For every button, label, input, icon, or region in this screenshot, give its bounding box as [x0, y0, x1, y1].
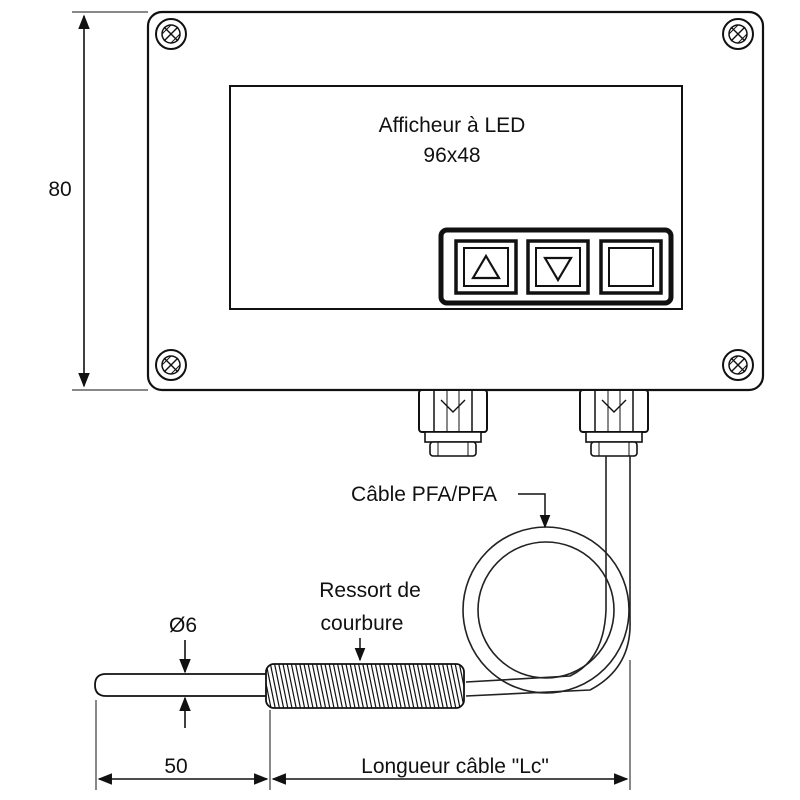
spring-coil [404, 664, 415, 708]
spring-coil [358, 664, 369, 708]
screw-icon [155, 18, 187, 50]
spring-coil [379, 664, 390, 708]
spring-coil [421, 664, 432, 708]
spring-coil [286, 664, 297, 708]
cable-label: Câble PFA/PFA [351, 483, 497, 506]
spring-label-line1: Ressort de [319, 579, 421, 602]
dimension-height: 80 [48, 11, 148, 391]
triangle-down-icon [543, 256, 573, 283]
spring-coil [463, 664, 464, 708]
spring-coil [332, 664, 343, 708]
screw-icon [722, 18, 754, 50]
spring-coil [366, 664, 377, 708]
spring-coil [433, 664, 444, 708]
dimension-diameter: Ø6 [169, 614, 198, 728]
spring-coil [290, 664, 301, 708]
keypad [438, 227, 674, 306]
cable-gland-right [579, 389, 649, 457]
spring-coil [295, 664, 306, 708]
spring-coil [337, 664, 348, 708]
spring-coil [282, 664, 293, 708]
spring-coil [328, 664, 339, 708]
display-size: 96x48 [423, 144, 480, 167]
probe-length-label: 50 [164, 755, 187, 778]
spring-coil [320, 664, 331, 708]
spring-coil [269, 664, 280, 708]
dimension-lengths: 50 Longueur câble "Lc" [95, 660, 631, 790]
screw-icon [155, 349, 187, 381]
height-label: 80 [48, 178, 71, 201]
spring-coil [416, 664, 427, 708]
spring-coil [278, 664, 289, 708]
spring-coil [391, 664, 402, 708]
spring-coil [387, 664, 398, 708]
spring-coil [316, 664, 327, 708]
spring-coil [437, 664, 448, 708]
spring-coil [395, 664, 406, 708]
spring-coil [412, 664, 423, 708]
cable-callout: Câble PFA/PFA [351, 483, 551, 529]
spring-coil [454, 664, 464, 708]
spring-coil [429, 664, 440, 708]
diameter-label: Ø6 [169, 614, 197, 637]
spring-coil [349, 664, 360, 708]
spring-coil [345, 664, 356, 708]
spring-coil [353, 664, 364, 708]
triangle-up-icon [471, 253, 501, 280]
screw-icon [722, 349, 754, 381]
cable-length-label: Longueur câble "Lc" [361, 755, 549, 778]
square-icon [608, 247, 654, 287]
spring-coil [408, 664, 419, 708]
spring-callout: Ressort de courbure [319, 579, 421, 662]
spring-coil [374, 664, 385, 708]
spring-coil [383, 664, 394, 708]
spring-coil [307, 664, 318, 708]
spring-coil [299, 664, 310, 708]
enter-button[interactable] [599, 239, 663, 295]
down-button[interactable] [526, 239, 590, 295]
spring-label-line2: courbure [321, 612, 404, 635]
spring-coil [274, 664, 285, 708]
spring-coil [303, 664, 314, 708]
spring-coil [400, 664, 411, 708]
cable-gland-left [418, 389, 488, 457]
spring-coil [362, 664, 373, 708]
up-button[interactable] [454, 239, 518, 295]
spring-coil [324, 664, 335, 708]
spring-coil [311, 664, 322, 708]
spring-coil [468, 664, 477, 708]
spring-coil [450, 664, 461, 708]
spring-coil [446, 664, 457, 708]
spring-coil [425, 664, 436, 708]
spring-coil [266, 664, 272, 708]
spring-coil [266, 664, 276, 708]
spring-coil [458, 664, 464, 708]
probe [94, 673, 270, 697]
bending-spring [265, 663, 477, 709]
display-title: Afficheur à LED [379, 114, 526, 137]
spring-coil [442, 664, 453, 708]
spring-coil [370, 664, 381, 708]
spring-coil [341, 664, 352, 708]
